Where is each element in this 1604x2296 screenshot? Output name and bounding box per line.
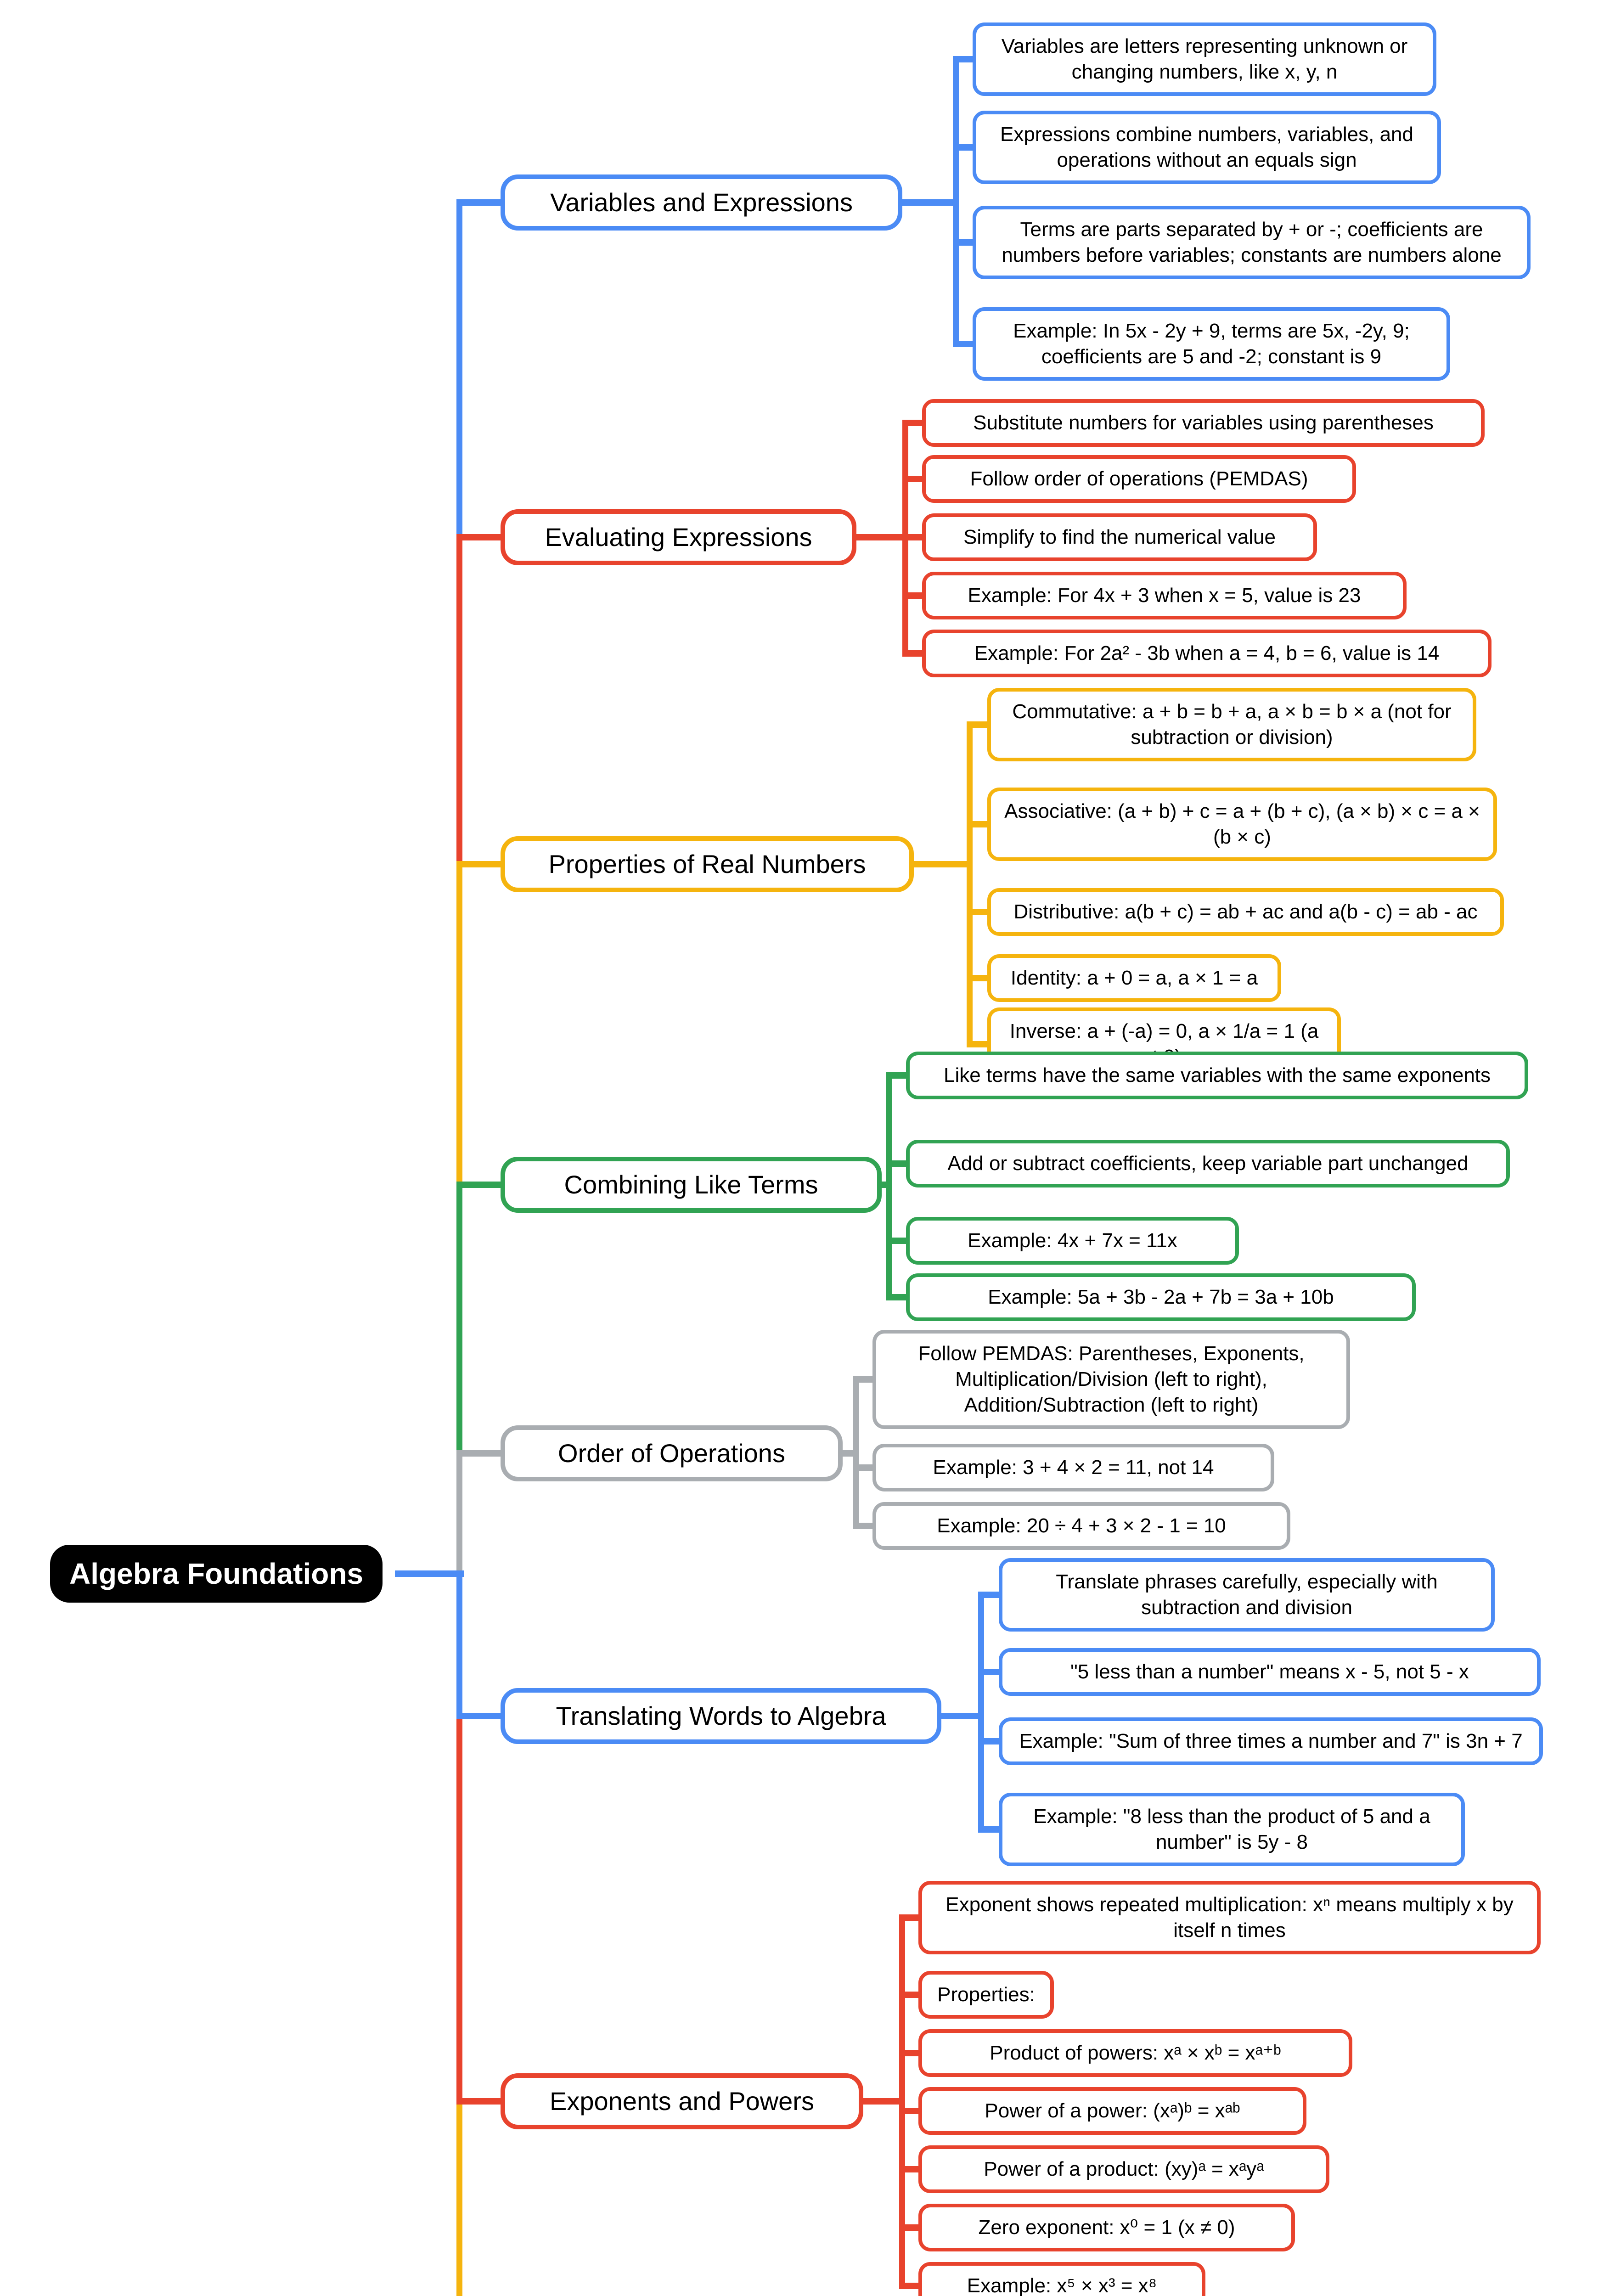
leaf-node: Add or subtract coefficients, keep varia…: [906, 1140, 1510, 1187]
leaf-node: Example: 4x + 7x = 11x: [906, 1217, 1239, 1265]
leaf-node: Zero exponent: x⁰ = 1 (x ≠ 0): [918, 2204, 1295, 2251]
leaf-node: Distributive: a(b + c) = ab + ac and a(b…: [987, 888, 1504, 936]
leaf-node: Example: 5a + 3b - 2a + 7b = 3a + 10b: [906, 1273, 1416, 1321]
branch-left-connector: [456, 1182, 507, 1188]
leaf-node: Example: 20 ÷ 4 + 3 × 2 - 1 = 10: [872, 1502, 1290, 1550]
leaf-node: Power of a power: (xᵃ)ᵇ = xᵃᵇ: [918, 2087, 1306, 2135]
branch-left-connector: [456, 2098, 507, 2105]
branch-right-connector: [897, 199, 959, 206]
leaf-connector: [902, 534, 929, 540]
branch-left-connector: [456, 861, 507, 867]
leaf-spine: [899, 1914, 905, 2289]
trunk-segment: [456, 1713, 462, 2105]
branch-left-connector: [456, 1713, 507, 1719]
leaf-node: Substitute numbers for variables using p…: [922, 399, 1485, 447]
branch-right-connector: [908, 861, 973, 867]
leaf-connector: [967, 821, 994, 827]
leaf-node: Example: 3 + 4 × 2 = 11, not 14: [872, 1444, 1274, 1491]
leaf-connector: [953, 341, 979, 347]
leaf-node: Example: "Sum of three times a number an…: [999, 1717, 1543, 1765]
trunk-segment: [456, 2098, 462, 2296]
branch-left-connector: [456, 534, 507, 540]
leaf-node: Follow order of operations (PEMDAS): [922, 455, 1356, 503]
trunk-segment: [456, 199, 462, 540]
branch-right-connector: [851, 534, 908, 540]
trunk-segment: [456, 861, 462, 1188]
branch-right-connector: [936, 1713, 984, 1719]
leaf-connector: [978, 1826, 1005, 1833]
trunk-segment: [456, 534, 462, 867]
trunk-segment: [456, 1182, 462, 1457]
leaf-spine: [853, 1376, 859, 1529]
leaf-connector: [886, 1294, 912, 1300]
leaf-node: Variables are letters representing unkno…: [973, 23, 1436, 96]
leaf-connector: [902, 650, 929, 657]
leaf-node: "5 less than a number" means x - 5, not …: [999, 1648, 1541, 1696]
leaf-node: Identity: a + 0 = a, a × 1 = a: [987, 954, 1281, 1002]
leaf-node: Commutative: a + b = b + a, a × b = b × …: [987, 688, 1476, 761]
leaf-node: Follow PEMDAS: Parentheses, Exponents, M…: [872, 1330, 1350, 1429]
trunk-segment: [456, 1450, 462, 1577]
leaf-spine: [967, 721, 973, 1047]
leaf-node: Translate phrases carefully, especially …: [999, 1558, 1495, 1632]
leaf-spine: [953, 56, 959, 347]
leaf-connector: [886, 1160, 912, 1167]
trunk-segment: [456, 1570, 462, 1719]
leaf-connector: [953, 144, 979, 151]
branch-left-connector: [456, 1450, 507, 1457]
leaf-node: Example: For 4x + 3 when x = 5, value is…: [922, 572, 1407, 619]
branch-right-connector: [858, 2098, 905, 2105]
root-connector: [395, 1570, 464, 1577]
branch-node: Translating Words to Algebra: [501, 1688, 941, 1744]
branch-node: Evaluating Expressions: [501, 509, 856, 565]
leaf-connector: [967, 1041, 994, 1047]
leaf-connector: [978, 1592, 1005, 1598]
leaf-connector: [902, 592, 929, 599]
leaf-node: Example: x⁵ × x³ = x⁸: [918, 2262, 1205, 2296]
leaf-node: Exponent shows repeated multiplication: …: [918, 1881, 1541, 1954]
branch-node: Order of Operations: [501, 1425, 843, 1481]
leaf-node: Terms are parts separated by + or -; coe…: [973, 206, 1531, 279]
leaf-node: Power of a product: (xy)ᵃ = xᵃyᵃ: [918, 2145, 1329, 2193]
leaf-connector: [953, 239, 979, 246]
leaf-connector: [978, 1738, 1005, 1745]
leaf-connector: [967, 909, 994, 915]
branch-node: Properties of Real Numbers: [501, 836, 914, 892]
leaf-node: Product of powers: xᵃ × xᵇ = xᵃ⁺ᵇ: [918, 2029, 1352, 2077]
leaf-node: Example: "8 less than the product of 5 a…: [999, 1793, 1465, 1866]
leaf-node: Simplify to find the numerical value: [922, 513, 1317, 561]
leaf-node: Associative: (a + b) + c = a + (b + c), …: [987, 788, 1497, 861]
leaf-node: Expressions combine numbers, variables, …: [973, 111, 1441, 184]
root-node: Algebra Foundations: [50, 1545, 383, 1603]
leaf-node: Example: In 5x - 2y + 9, terms are 5x, -…: [973, 307, 1450, 381]
leaf-connector: [886, 1238, 912, 1244]
leaf-spine: [978, 1592, 984, 1833]
leaf-spine: [886, 1072, 892, 1300]
leaf-node: Properties:: [918, 1971, 1054, 2019]
leaf-node: Like terms have the same variables with …: [906, 1052, 1528, 1099]
leaf-connector: [886, 1072, 912, 1079]
leaf-connector: [967, 721, 994, 728]
leaf-node: Example: For 2a² - 3b when a = 4, b = 6,…: [922, 630, 1491, 677]
branch-left-connector: [456, 199, 507, 206]
branch-node: Variables and Expressions: [501, 174, 902, 231]
branch-node: Combining Like Terms: [501, 1157, 882, 1213]
leaf-connector: [953, 56, 979, 62]
leaf-connector: [902, 476, 929, 482]
leaf-connector: [902, 420, 929, 426]
leaf-connector: [978, 1669, 1005, 1675]
leaf-connector: [967, 975, 994, 981]
branch-node: Exponents and Powers: [501, 2073, 863, 2129]
